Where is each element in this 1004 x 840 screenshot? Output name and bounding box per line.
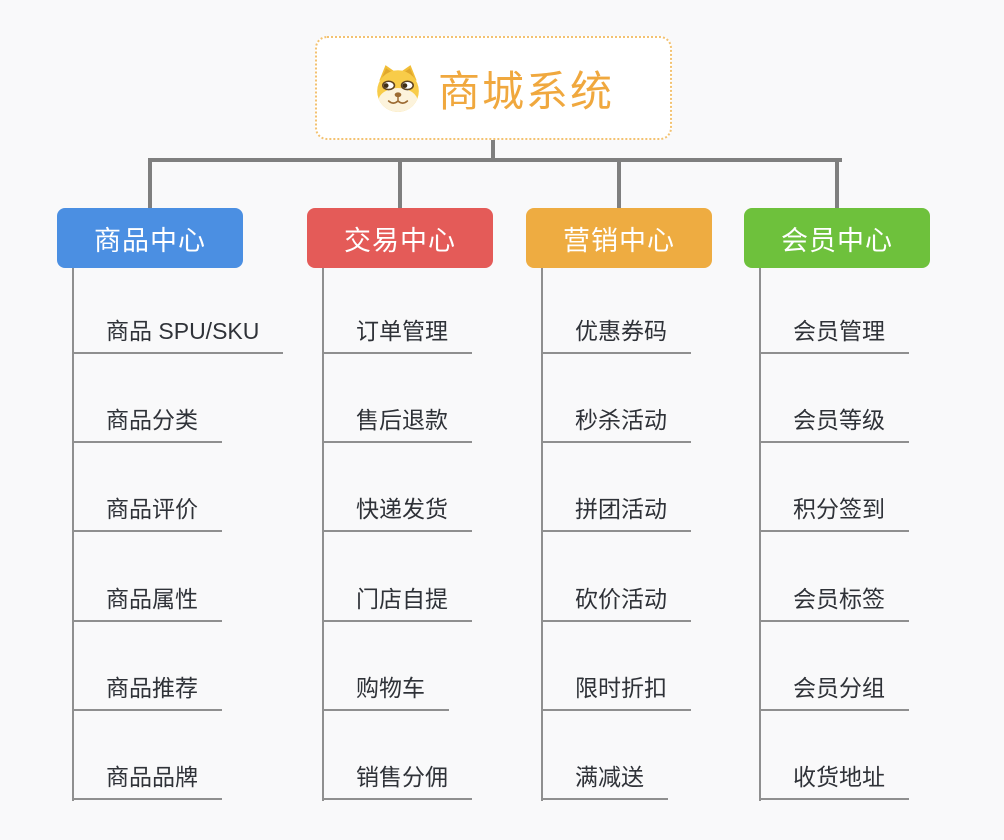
doge-icon <box>377 65 419 112</box>
child-node[interactable]: 商品属性 <box>72 584 222 622</box>
branch-child-connector-1 <box>322 268 324 801</box>
branch-node-3[interactable]: 会员中心 <box>744 208 930 268</box>
root-node[interactable]: 商城系统 <box>315 36 672 140</box>
root-title: 商城系统 <box>437 67 614 115</box>
child-node[interactable]: 商品品牌 <box>72 762 222 800</box>
branch-child-connector-2 <box>541 268 543 801</box>
branch-label: 商品中心 <box>94 225 206 256</box>
branch-drop-connector-2 <box>617 162 621 208</box>
branch-label: 营销中心 <box>563 225 675 256</box>
child-node[interactable]: 销售分佣 <box>322 762 472 800</box>
branch-node-2[interactable]: 营销中心 <box>526 208 712 268</box>
branch-drop-connector-0 <box>148 162 152 208</box>
child-node[interactable]: 会员等级 <box>759 405 909 443</box>
branch-node-1[interactable]: 交易中心 <box>307 208 493 268</box>
child-node[interactable]: 商品分类 <box>72 405 222 443</box>
child-node[interactable]: 会员管理 <box>759 316 909 354</box>
child-node[interactable]: 砍价活动 <box>541 584 691 622</box>
branch-label: 交易中心 <box>344 225 456 256</box>
child-node[interactable]: 满减送 <box>541 762 668 800</box>
child-node[interactable]: 商品 SPU/SKU <box>72 316 284 354</box>
child-node[interactable]: 积分签到 <box>759 494 909 532</box>
child-node[interactable]: 门店自提 <box>322 584 472 622</box>
child-node[interactable]: 拼团活动 <box>541 494 691 532</box>
child-node[interactable]: 购物车 <box>322 673 449 711</box>
child-node[interactable]: 优惠券码 <box>541 316 691 354</box>
child-node[interactable]: 限时折扣 <box>541 673 691 711</box>
child-node[interactable]: 会员分组 <box>759 673 909 711</box>
branch-drop-connector-1 <box>398 162 402 208</box>
root-stem-connector <box>491 140 495 158</box>
child-node[interactable]: 商品推荐 <box>72 673 222 711</box>
child-node[interactable]: 售后退款 <box>322 405 472 443</box>
branch-child-connector-0 <box>72 268 74 801</box>
child-node[interactable]: 商品评价 <box>72 494 222 532</box>
child-node[interactable]: 会员标签 <box>759 584 909 622</box>
child-node[interactable]: 收货地址 <box>759 762 909 800</box>
branch-child-connector-3 <box>759 268 761 801</box>
child-node[interactable]: 订单管理 <box>322 316 472 354</box>
branch-node-0[interactable]: 商品中心 <box>57 208 243 268</box>
branch-label: 会员中心 <box>781 225 893 256</box>
child-node[interactable]: 秒杀活动 <box>541 405 691 443</box>
branch-drop-connector-3 <box>835 162 839 208</box>
child-node[interactable]: 快递发货 <box>322 494 472 532</box>
branch-rail-connector <box>148 158 842 162</box>
